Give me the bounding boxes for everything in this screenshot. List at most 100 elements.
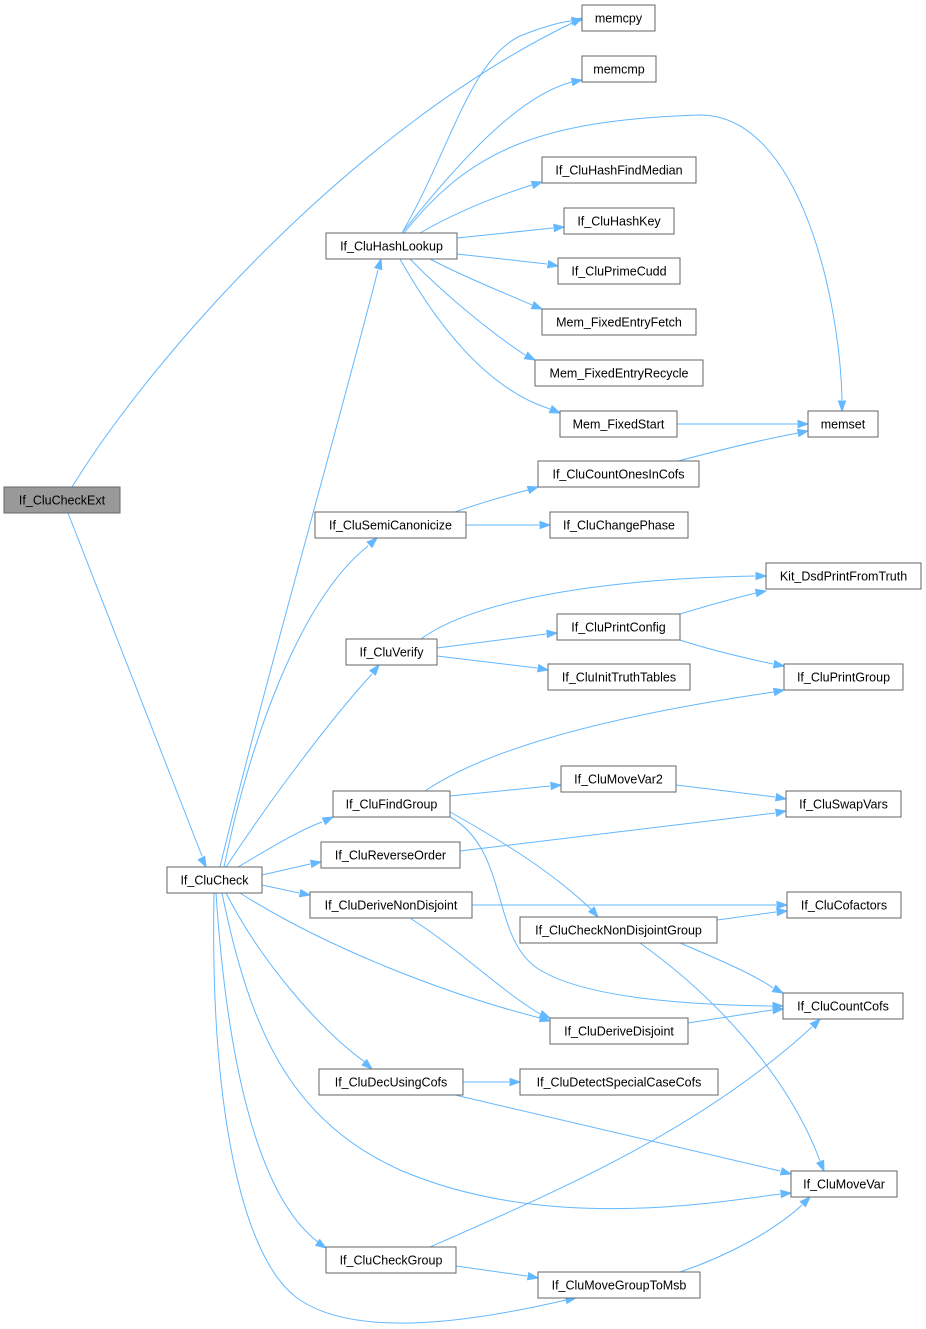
edge-checkgroup-movegrouptomsb-arrowhead [526,1271,540,1281]
edge-semicanon-changephase-arrowhead [539,520,552,530]
edge-memfixedstart-memset [677,419,810,429]
edge-derivedisjoint-countcofs-line [687,1009,773,1024]
node-memset[interactable]: memset [807,410,879,438]
node-mem-fixedentryrecycle[interactable]: Mem_FixedEntryRecycle [534,359,704,387]
edge-check-movevar [221,892,793,1210]
svg-text:If_CluMoveGroupToMsb: If_CluMoveGroupToMsb [552,1279,687,1293]
node-memcmp[interactable]: memcmp [581,55,657,83]
node-if-clufindgroup[interactable]: If_CluFindGroup [332,790,451,818]
edge-hashlookup-memcpy-arrowhead [571,16,584,26]
edge-movevar2-swapvars [675,784,788,802]
node-if-clucheck[interactable]: If_CluCheck [166,866,263,894]
edge-findgroup-countcofs-line [449,816,773,1007]
edge-checkext-memcpy-line [71,21,575,488]
node-kit-dsdprintfromtruth[interactable]: Kit_DsdPrintFromTruth [765,562,922,590]
svg-text:If_CluDecUsingCofs: If_CluDecUsingCofs [335,1076,448,1090]
node-if-cluprimecudd[interactable]: If_CluPrimeCudd [557,257,681,285]
node-if-clumovevar[interactable]: If_CluMoveVar [790,1170,898,1198]
svg-text:Kit_DsdPrintFromTruth: Kit_DsdPrintFromTruth [780,570,907,584]
node-if-cluhashfindmedian[interactable]: If_CluHashFindMedian [541,156,697,184]
node-if-cluprintconfig[interactable]: If_CluPrintConfig [556,613,681,641]
node-if-cluderivenondisjoint[interactable]: If_CluDeriveNonDisjoint [309,891,473,919]
nodes: If_CluCheckExt If_CluCheck If_CluHashLoo… [3,4,922,1299]
node-if-cluinittruthtables[interactable]: If_CluInitTruthTables [547,663,691,691]
edge-check-decusingcofs-line [225,892,366,1063]
node-if-cludecusingcofs[interactable]: If_CluDecUsingCofs [318,1068,464,1096]
svg-text:If_CluReverseOrder: If_CluReverseOrder [335,849,446,863]
edge-checkgroup-movegrouptomsb-line [455,1265,528,1277]
node-if-clusemicanonicize[interactable]: If_CluSemiCanonicize [314,511,467,539]
edge-check-verify [225,663,380,868]
svg-text:If_CluVerify: If_CluVerify [360,646,425,660]
node-if-cluderivedisjoint[interactable]: If_CluDeriveDisjoint [549,1017,689,1045]
edge-decusingcofs-movevar-arrowhead [779,1167,793,1176]
edge-verify-printconfig [436,629,559,649]
edge-hashlookup-primecudd [456,253,560,269]
node-if-cluchecknondisjointgroup[interactable]: If_CluCheckNonDisjointGroup [519,916,718,944]
edge-check-reverseorder-arrowhead [309,859,323,869]
svg-text:If_CluChangePhase: If_CluChangePhase [563,519,675,533]
edge-hashlookup-hashkey-line [456,227,554,239]
node-if-cluswapvars[interactable]: If_CluSwapVars [785,790,902,818]
svg-text:Mem_FixedStart: Mem_FixedStart [573,418,665,432]
node-mem-fixedentryfetch[interactable]: Mem_FixedEntryFetch [541,308,697,336]
edge-decusingcofs-movevar-line [454,1094,781,1172]
edge-semicanon-countonesincofs [454,485,540,513]
node-if-cludetectspecialcasecofs[interactable]: If_CluDetectSpecialCaseCofs [519,1068,719,1096]
edge-derivenondisj-derivedisjoint-line [409,917,541,1015]
edge-semicanon-countonesincofs-arrowhead [526,485,540,495]
edge-hashlookup-hashfindmedian-arrowhead [530,180,544,190]
edge-hashlookup-memfixedrecycle-arrowhead [523,351,537,361]
node-if-clureverseorder[interactable]: If_CluReverseOrder [320,841,461,869]
node-if-clucheckext[interactable]: If_CluCheckExt [3,486,121,514]
node-memcpy[interactable]: memcpy [581,4,656,32]
node-if-clucofactors[interactable]: If_CluCofactors [786,891,902,919]
node-if-clumovevar2[interactable]: If_CluMoveVar2 [560,765,677,793]
edge-verify-inittruthtables-line [436,655,538,669]
node-if-clucountcofs[interactable]: If_CluCountCofs [782,992,904,1020]
edge-findgroup-printgroup-line [424,691,775,792]
edge-printconfig-printgroup [679,639,786,669]
edge-reverseorder-swapvars [459,808,788,852]
svg-text:If_CluCheckGroup: If_CluCheckGroup [340,1254,443,1268]
edge-derivenondisj-derivedisjoint [409,917,552,1019]
edge-hashlookup-hashkey [456,223,566,239]
svg-text:memcmp: memcmp [593,63,644,77]
edge-findgroup-checknondisjgroup-line [449,811,593,911]
edge-semicanon-changephase [466,520,552,530]
node-if-cluhashkey[interactable]: If_CluHashKey [563,207,675,235]
svg-text:If_CluDetectSpecialCaseCofs: If_CluDetectSpecialCaseCofs [537,1076,702,1090]
edge-semicanon-countonesincofs-line [454,489,529,513]
node-if-cluchangephase[interactable]: If_CluChangePhase [549,511,689,539]
node-if-clucheckgroup[interactable]: If_CluCheckGroup [325,1246,457,1274]
edge-verify-printconfig-line [436,633,547,649]
edge-printconfig-printgroup-line [679,639,774,665]
node-mem-fixedstart[interactable]: Mem_FixedStart [559,410,678,438]
svg-text:If_CluHashKey: If_CluHashKey [577,215,661,229]
edge-hashlookup-memcpy [401,16,584,234]
edge-movevar2-swapvars-line [675,784,776,798]
svg-text:If_CluSwapVars: If_CluSwapVars [799,798,888,812]
edge-derivedisjoint-countcofs-arrowhead [772,1005,785,1015]
edge-check-semicanon-line [223,545,369,868]
edge-checknondisjgroup-cofactors-arrowhead [776,907,789,917]
edge-decusingcofs-movevar [454,1094,793,1176]
edge-countonesincofs-memset-arrowhead [796,428,810,438]
edge-check-derivenondisj-line [261,884,300,894]
edge-checknondisjgroup-countcofs-line [679,942,774,989]
node-if-clumovegrouptomsb[interactable]: If_CluMoveGroupToMsb [537,1271,701,1299]
edge-check-hashlookup-arrowhead [374,257,383,271]
edge-hashlookup-memfixedfetch-arrowhead [530,301,544,310]
node-if-cluhashlookup[interactable]: If_CluHashLookup [325,232,458,260]
svg-text:If_CluDeriveNonDisjoint: If_CluDeriveNonDisjoint [325,899,458,913]
edge-check-verify-arrowhead [369,663,380,676]
edge-check-movegrouptomsb-line [213,892,567,1324]
edge-hashlookup-memset-arrowhead [837,400,847,413]
edge-check-findgroup-arrowhead [321,816,335,826]
edge-check-decusingcofs [225,892,374,1070]
edge-checkext-check-arrowhead [197,855,207,869]
node-if-cluverify[interactable]: If_CluVerify [345,638,438,666]
node-if-clucountonesincofs[interactable]: If_CluCountOnesInCofs [537,460,700,488]
node-if-cluprintgroup[interactable]: If_CluPrintGroup [783,663,904,691]
